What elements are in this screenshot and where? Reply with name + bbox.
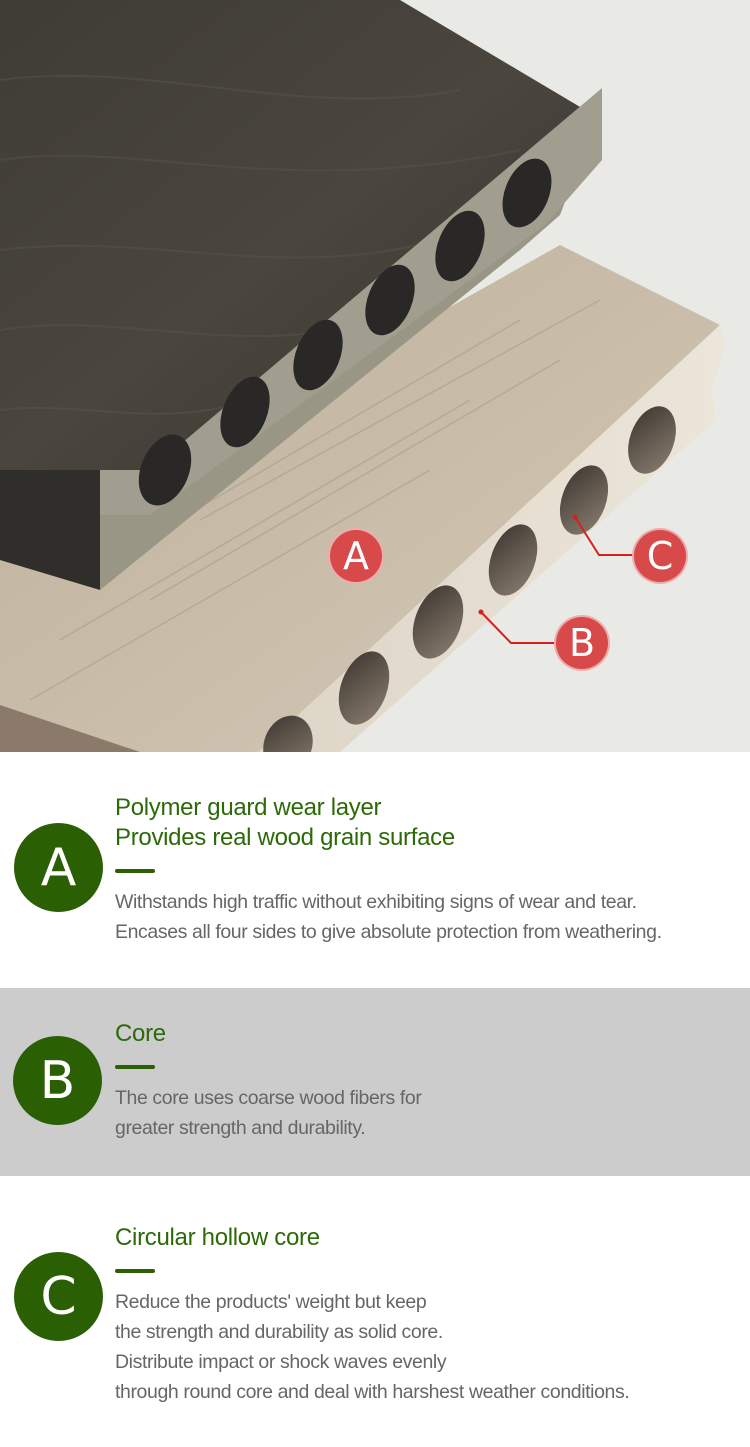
feature-a-badge: A — [14, 823, 103, 912]
decking-board-illustration — [0, 0, 725, 752]
feature-c-desc-line-1: Reduce the products' weight but keep — [115, 1291, 427, 1313]
feature-c-desc-line-2: the strength and durability as solid cor… — [115, 1321, 443, 1343]
feature-c-text: Circular hollow core Reduce the products… — [115, 1223, 750, 1407]
feature-b-desc-line-1: The core uses coarse wood fibers for — [115, 1087, 422, 1109]
feature-c-divider — [115, 1269, 155, 1273]
product-photo: A B C — [0, 0, 750, 752]
feature-b-desc-line-2: greater strength and durability. — [115, 1117, 366, 1139]
callout-a-badge: A — [328, 528, 384, 584]
feature-c-badge: C — [14, 1252, 103, 1341]
callout-c-badge: C — [632, 528, 688, 584]
feature-a-title-line-2: Provides real wood grain surface — [115, 824, 455, 851]
feature-a-title-line-1: Polymer guard wear layer — [115, 794, 382, 821]
feature-b-title: Core — [115, 1020, 166, 1047]
feature-b-section: B Core The core uses coarse wood fibers … — [0, 988, 750, 1176]
feature-c-title: Circular hollow core — [115, 1224, 320, 1251]
feature-a-section: A Polymer guard wear layer Provides real… — [0, 752, 750, 988]
feature-a-desc-line-2: Encases all four sides to give absolute … — [115, 921, 662, 943]
feature-c-section: C Circular hollow core Reduce the produc… — [0, 1176, 750, 1447]
feature-a-desc-line-1: Withstands high traffic without exhibiti… — [115, 891, 637, 913]
feature-a-divider — [115, 869, 155, 873]
feature-c-desc-line-3: Distribute impact or shock waves evenly — [115, 1351, 447, 1373]
callout-leader-lines — [480, 516, 633, 644]
callout-b-badge: B — [554, 615, 610, 671]
feature-a-text: Polymer guard wear layer Provides real w… — [115, 793, 750, 947]
feature-b-divider — [115, 1065, 155, 1069]
feature-b-text: Core The core uses coarse wood fibers fo… — [115, 1019, 750, 1143]
feature-c-desc-line-4: through round core and deal with harshes… — [115, 1381, 630, 1403]
feature-b-badge: B — [13, 1036, 102, 1125]
